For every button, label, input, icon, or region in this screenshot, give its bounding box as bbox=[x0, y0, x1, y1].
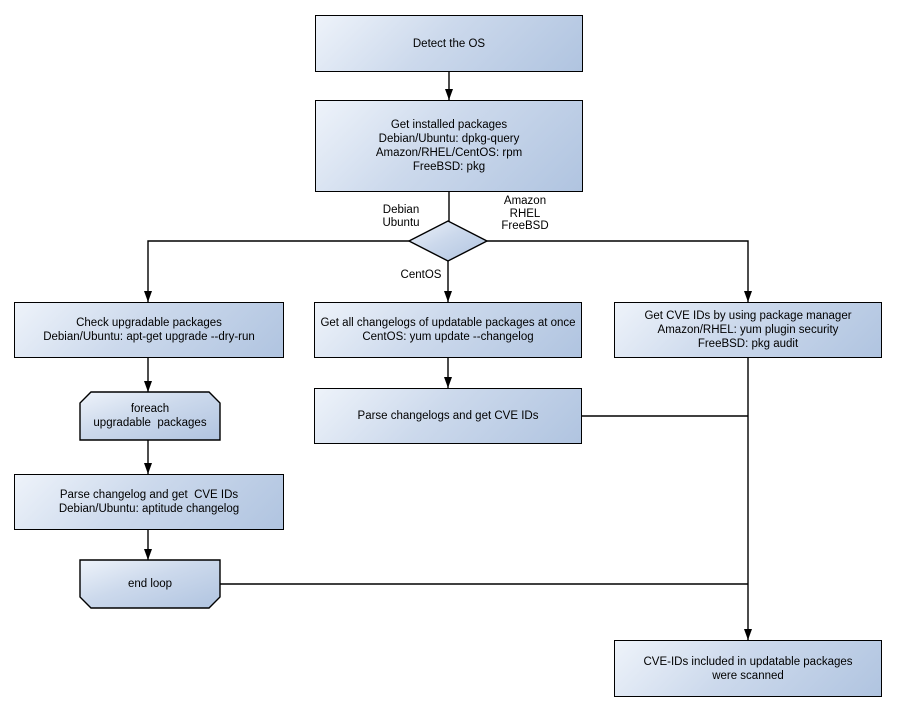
edge-label-text: Amazon bbox=[503, 195, 547, 207]
node-text: Amazon/RHEL: yum plugin security bbox=[657, 324, 839, 336]
node-text: FreeBSD: pkg audit bbox=[697, 338, 799, 350]
edge-label-amazon-rhel-freebsd: Amazon RHEL FreeBSD bbox=[485, 195, 565, 233]
edge-decision-to-check bbox=[144, 240, 409, 302]
edge-decision-to-getcve bbox=[487, 240, 752, 302]
node-text: Parse changelogs and get CVE IDs bbox=[357, 410, 539, 422]
node-check-upgradable-packages: Check upgradable packages Debian/Ubuntu:… bbox=[14, 302, 284, 358]
node-text: Check upgradable packages bbox=[76, 317, 222, 329]
node-text: Get all changelogs of updatable packages… bbox=[320, 317, 576, 329]
node-text: end loop bbox=[127, 578, 173, 590]
node-get-installed-packages: Get installed packages Debian/Ubuntu: dp… bbox=[315, 100, 583, 192]
node-get-all-changelogs: Get all changelogs of updatable packages… bbox=[314, 302, 582, 358]
end-loop-shape bbox=[79, 559, 221, 609]
node-text: CentOS: yum update --changelog bbox=[362, 331, 534, 343]
edge-label-debian-ubuntu: Debian Ubuntu bbox=[361, 204, 441, 229]
edge-label-centos: CentOS bbox=[381, 269, 461, 282]
node-text: Debian/Ubuntu: dpkg-query bbox=[378, 133, 520, 145]
node-detect-os: Detect the OS bbox=[315, 15, 583, 72]
node-text: Get CVE IDs by using package manager bbox=[644, 310, 852, 322]
edge-label-text: FreeBSD bbox=[501, 220, 549, 232]
edge-label-text: Ubuntu bbox=[382, 216, 420, 229]
node-text: foreach bbox=[130, 403, 170, 415]
edge-label-text: RHEL bbox=[509, 207, 541, 220]
edge-label-text: CentOS bbox=[400, 269, 442, 281]
edge-label-text: Debian bbox=[382, 204, 420, 216]
node-text: Debian/Ubuntu: apt-get upgrade --dry-run bbox=[43, 331, 255, 343]
node-text: Get installed packages bbox=[390, 119, 508, 131]
node-text: CVE-IDs included in updatable packages bbox=[643, 655, 853, 668]
decision-diamond bbox=[407, 220, 489, 262]
node-text: Amazon/RHEL/CentOS: rpm bbox=[375, 147, 523, 159]
node-parse-changelogs: Parse changelogs and get CVE IDs bbox=[314, 388, 582, 444]
node-text: Debian/Ubuntu: aptitude changelog bbox=[58, 503, 240, 515]
node-text: FreeBSD: pkg bbox=[412, 161, 486, 173]
node-text: upgradable packages bbox=[93, 417, 207, 429]
foreach-loop-shape bbox=[79, 391, 221, 441]
node-text: Detect the OS bbox=[412, 37, 486, 50]
node-text: were scanned bbox=[712, 669, 784, 682]
node-cve-ids-scanned: CVE-IDs included in updatable packages w… bbox=[614, 640, 882, 697]
node-end-loop: end loop bbox=[80, 560, 220, 608]
node-foreach-upgradable-packages: foreach upgradable packages bbox=[80, 392, 220, 440]
node-parse-changelog: Parse changelog and get CVE IDs Debian/U… bbox=[14, 474, 284, 530]
node-text: Parse changelog and get CVE IDs bbox=[59, 489, 239, 501]
node-get-cve-ids: Get CVE IDs by using package manager Ama… bbox=[614, 302, 882, 358]
